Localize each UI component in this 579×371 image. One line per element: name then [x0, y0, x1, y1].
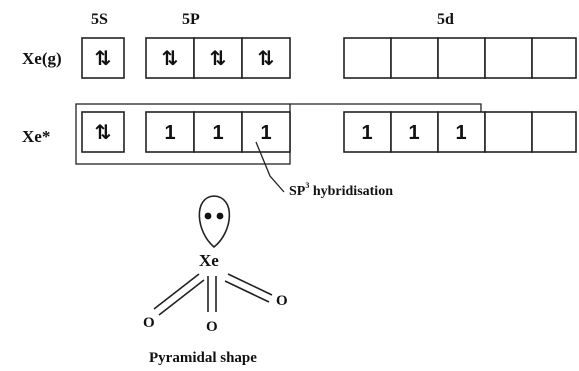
hybridisation-suffix: hybridisation [309, 184, 393, 199]
oxygen-atom-left: O [143, 315, 155, 331]
ground-5p-electrons-1: ⇅ [162, 48, 179, 70]
excited-5s-box [81, 111, 125, 153]
excited-5d-box-3 [437, 111, 486, 153]
ground-state-label: Xe(g) [22, 49, 62, 68]
excited-5p-box-3 [241, 111, 291, 153]
lone-pair-lobe [198, 195, 231, 249]
excited-state-label: Xe* [22, 127, 50, 146]
sublevel-5s-label: 5S [91, 11, 108, 28]
excited-5d-box-5 [531, 111, 577, 153]
ground-5p-electrons-2: ⇅ [210, 48, 227, 70]
ground-5s-box [81, 37, 125, 79]
excited-5p-box-1 [145, 111, 195, 153]
bond-left-b [158, 279, 205, 316]
excited-5d-electron-2: 1 [408, 122, 419, 144]
excited-5s-electrons: ⇅ [95, 122, 112, 144]
central-atom-xe: Xe [199, 251, 219, 270]
hybridisation-prefix: SP [289, 184, 306, 199]
bond-right-b [224, 280, 270, 303]
sublevel-5p-label: 5P [182, 11, 200, 28]
ground-5s-electrons: ⇅ [95, 48, 112, 70]
excited-5d-box-4 [484, 111, 533, 153]
ground-5d-box-1 [343, 37, 392, 79]
hybridisation-label: SP3 hybridisation [289, 181, 393, 199]
excited-5p-electron-3: 1 [260, 122, 271, 144]
oxygen-atom-middle: O [206, 319, 218, 335]
ground-5d-box-2 [390, 37, 439, 79]
ground-5p-box-2 [193, 37, 243, 79]
xeo3-molecule: Xe O O O [143, 195, 288, 335]
ground-5d-box-4 [484, 37, 533, 79]
ground-5p-box-1 [145, 37, 195, 79]
sublevel-5d-label: 5d [437, 11, 454, 28]
lone-pair-electron-2 [216, 212, 224, 220]
ground-state-orbitals: ⇅ ⇅ ⇅ ⇅ [81, 37, 577, 79]
excited-5d-electron-1: 1 [361, 122, 372, 144]
ground-5d-box-5 [531, 37, 577, 79]
hybridisation-pointer-line [255, 141, 285, 193]
excited-5d-box-1 [343, 111, 392, 153]
excited-state-orbitals: ⇅ 1 1 1 1 1 1 [75, 103, 577, 165]
ground-5p-electrons-3: ⇅ [258, 48, 275, 70]
excited-5d-electron-3: 1 [455, 122, 466, 144]
excited-5p-electron-2: 1 [212, 122, 223, 144]
shape-caption: Pyramidal shape [149, 350, 257, 366]
excited-5p-box-2 [193, 111, 243, 153]
ground-5d-box-3 [437, 37, 486, 79]
excited-5p-electron-1: 1 [164, 122, 175, 144]
ground-5p-box-3 [241, 37, 291, 79]
bond-left-a [153, 273, 200, 310]
bond-right-a [227, 273, 273, 296]
hybridisation-superscript: 3 [305, 181, 309, 190]
oxygen-atom-right: O [276, 293, 288, 309]
lone-pair-electron-1 [204, 212, 212, 220]
